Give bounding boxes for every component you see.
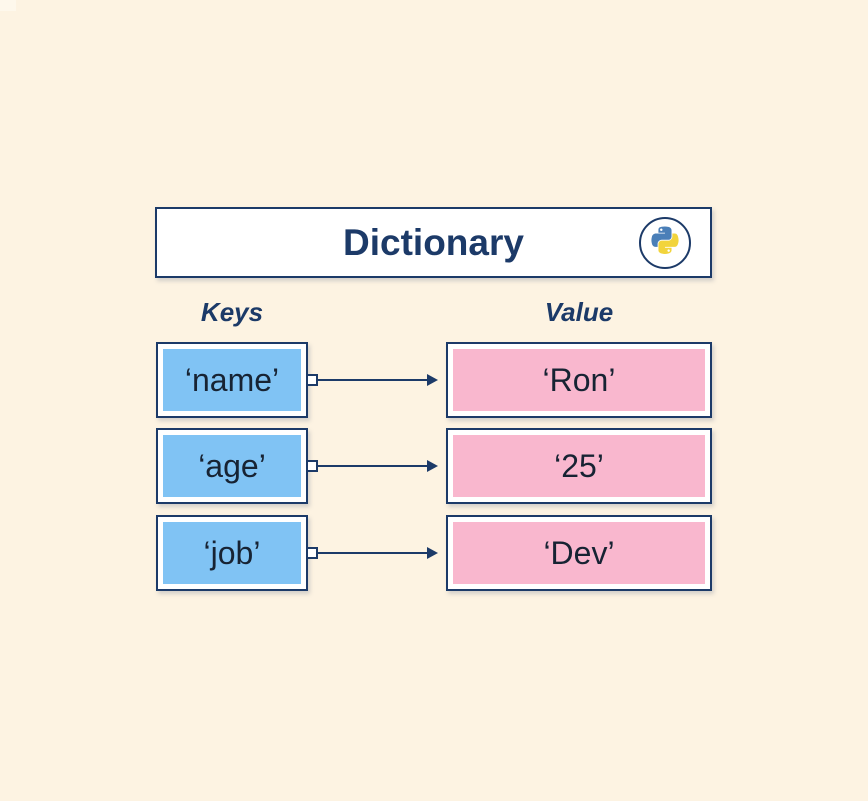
- value-text: ‘25’: [453, 435, 705, 497]
- key-text: ‘job’: [163, 522, 301, 584]
- arrow-line: [318, 465, 427, 467]
- dict-entry-row: ‘job’ ‘Dev’: [0, 515, 868, 591]
- key-box-age: ‘age’: [156, 428, 308, 504]
- dict-entry-row: ‘name’ ‘Ron’: [0, 342, 868, 418]
- value-box-25: ‘25’: [446, 428, 712, 504]
- key-box-job: ‘job’: [156, 515, 308, 591]
- arrow-connector-square: [306, 460, 318, 472]
- corner-highlight: [0, 0, 16, 11]
- arrow-head-icon: [427, 460, 438, 472]
- arrow-connector-square: [306, 547, 318, 559]
- key-text: ‘name’: [163, 349, 301, 411]
- value-text: ‘Ron’: [453, 349, 705, 411]
- arrow-connector-square: [306, 374, 318, 386]
- key-box-name: ‘name’: [156, 342, 308, 418]
- arrow-head-icon: [427, 374, 438, 386]
- title-box: Dictionary: [155, 207, 712, 278]
- value-text: ‘Dev’: [453, 522, 705, 584]
- arrow-line: [318, 552, 427, 554]
- arrow-head-icon: [427, 547, 438, 559]
- value-box-ron: ‘Ron’: [446, 342, 712, 418]
- diagram-title: Dictionary: [343, 221, 524, 263]
- arrow-line: [318, 379, 427, 381]
- python-logo-icon: [651, 226, 679, 255]
- value-box-dev: ‘Dev’: [446, 515, 712, 591]
- dict-entry-row: ‘age’ ‘25’: [0, 428, 868, 504]
- python-logo-badge: [639, 217, 691, 269]
- key-text: ‘age’: [163, 435, 301, 497]
- keys-column-label: Keys: [200, 297, 264, 327]
- value-column-label: Value: [544, 297, 614, 327]
